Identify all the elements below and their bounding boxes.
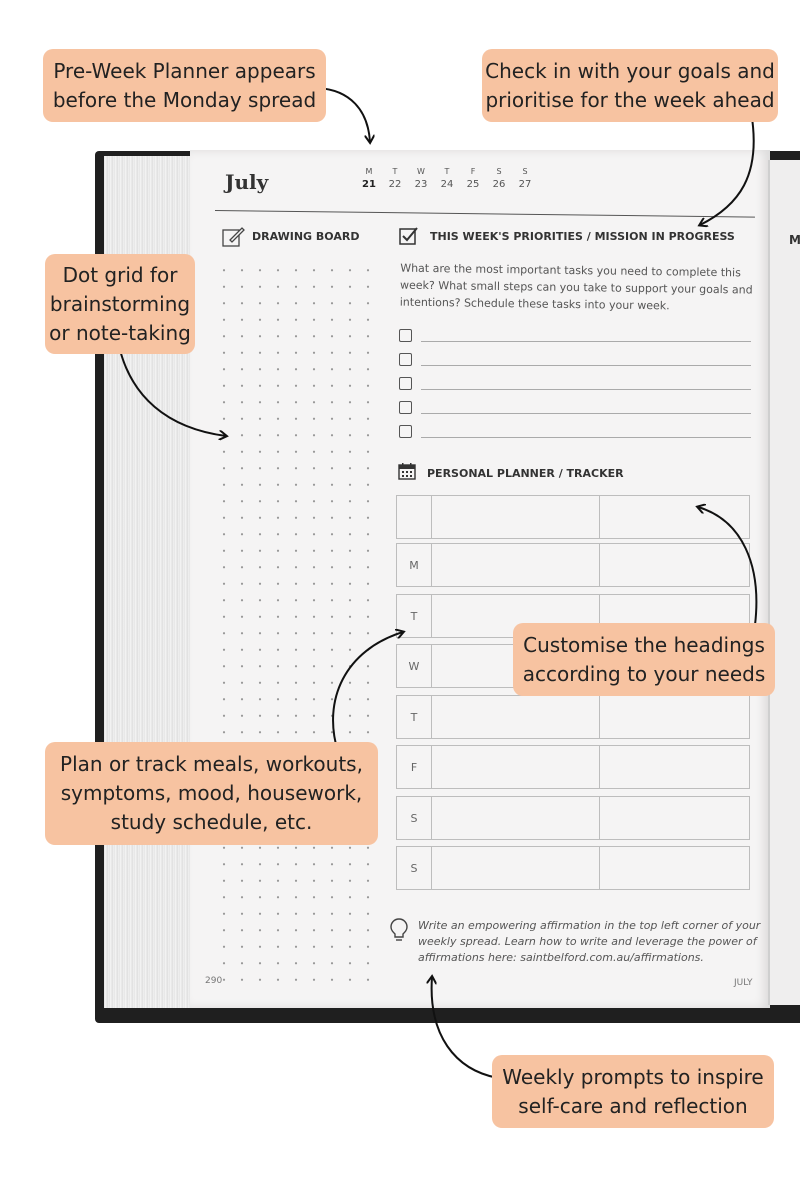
footer-month: JULY [734,978,753,988]
right-page-heading-fragment: M [789,233,800,247]
priority-item [399,425,751,439]
dot-grid [215,262,375,982]
priority-item [399,377,751,391]
arrow-customise [698,507,758,626]
callout-check-in-goals: Check in with your goals and prioritise … [482,49,778,122]
callout-dot-grid: Dot grid for brainstorming or note-takin… [45,254,195,354]
tracker-row[interactable]: M [396,543,750,587]
arrow-plan-track [332,632,403,753]
arrow-pre-week [317,87,370,142]
callout-weekly-prompts: Weekly prompts to inspire self-care and … [492,1055,774,1128]
arrow-dot-grid [119,349,226,436]
priority-checkbox[interactable] [399,353,412,366]
tracker-header-row[interactable] [396,495,750,539]
priorities-title: THIS WEEK'S PRIORITIES / MISSION IN PROG… [430,230,735,243]
tracker-title: PERSONAL PLANNER / TRACKER [427,467,624,480]
tracker-row[interactable]: F [396,745,750,789]
priority-checkbox[interactable] [399,401,412,414]
priority-item [399,353,751,367]
page-number: 290 [205,976,223,986]
calendar-icon [398,462,416,485]
callout-customise-headings: Customise the headings according to your… [513,623,775,696]
checkbox-icon [399,226,419,251]
arrow-check-in [700,117,755,225]
drawing-board-title: DRAWING BOARD [252,230,360,243]
priority-checkbox[interactable] [399,425,412,438]
priority-checkbox[interactable] [399,377,412,390]
callout-pre-week-planner: Pre-Week Planner appears before the Mond… [43,49,326,122]
pencil-icon [222,226,246,253]
tracker-row[interactable]: S [396,796,750,840]
callout-plan-track: Plan or track meals, workouts, symptoms,… [45,742,378,845]
arrow-prompts [432,977,499,1079]
lightbulb-icon [389,917,409,948]
priority-item [399,401,751,415]
priority-item [399,329,751,343]
planner-right-page [768,160,800,1005]
priority-checkbox[interactable] [399,329,412,342]
tracker-row[interactable]: S [396,846,750,890]
month-title: July [225,170,269,194]
affirmation-prompt: Write an empowering affirmation in the t… [418,919,761,964]
